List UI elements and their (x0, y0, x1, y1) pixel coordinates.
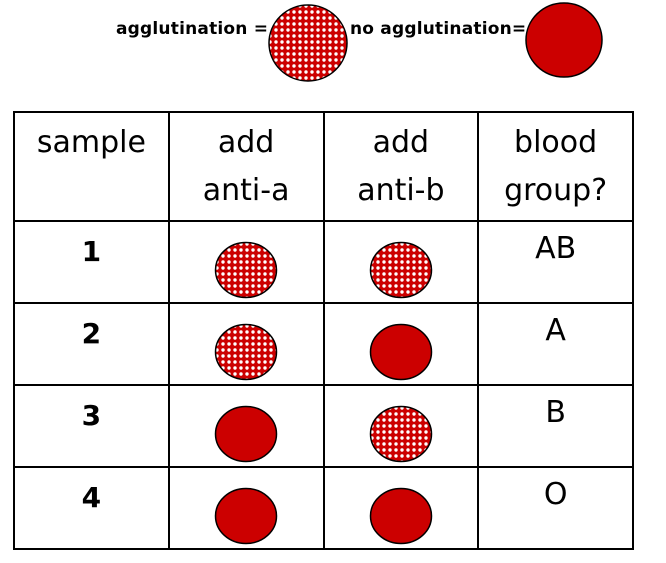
blood-group-cell: B (477, 384, 634, 468)
no-agglutination-icon (214, 487, 278, 545)
table-row: 1 AB (13, 220, 634, 304)
blood-group-value: O (543, 476, 568, 512)
anti-b-result-cell (322, 384, 480, 468)
blood-group-cell: O (477, 466, 634, 550)
sample-cell: 2 (13, 302, 170, 386)
header-line: add (372, 125, 430, 160)
header-line: sample (36, 125, 146, 160)
anti-a-result-cell (167, 220, 325, 304)
header-line: anti-a (202, 173, 290, 208)
agglutination-swatch-icon (268, 4, 348, 82)
sample-cell: 4 (13, 466, 170, 550)
sample-number: 3 (81, 398, 102, 432)
sample-cell: 3 (13, 384, 170, 468)
header-anti-a: add anti-a (167, 111, 325, 222)
header-sample: sample (13, 111, 170, 222)
agglutination-icon (214, 241, 278, 299)
legend-no-agglutination-label: no agglutination= (350, 19, 527, 39)
anti-b-result-cell (322, 466, 480, 550)
sample-number: 1 (81, 234, 102, 268)
header-blood-group: blood group? (477, 111, 634, 222)
anti-a-result-cell (167, 384, 325, 468)
agglutination-icon (369, 241, 433, 299)
blood-group-value: AB (535, 230, 577, 266)
no-agglutination-icon (369, 323, 433, 381)
header-line: blood (514, 125, 598, 160)
blood-group-cell: A (477, 302, 634, 386)
agglutination-icon (214, 323, 278, 381)
sample-cell: 1 (13, 220, 170, 304)
anti-b-result-cell (322, 220, 480, 304)
legend-agglutination-label: agglutination = (116, 19, 269, 39)
blood-group-value: A (545, 312, 566, 348)
header-anti-b: add anti-b (322, 111, 480, 222)
header-line: group? (504, 173, 608, 208)
blood-group-value: B (545, 394, 566, 430)
blood-group-cell: AB (477, 220, 634, 304)
sample-number: 2 (81, 316, 102, 350)
anti-a-result-cell (167, 466, 325, 550)
header-line: anti-b (357, 173, 445, 208)
anti-a-result-cell (167, 302, 325, 386)
blood-group-table: sample add anti-a add anti-b blood group… (13, 111, 634, 550)
agglutination-icon (369, 405, 433, 463)
sample-number: 4 (81, 480, 102, 514)
no-agglutination-icon (369, 487, 433, 545)
anti-b-result-cell (322, 302, 480, 386)
table-header-row: sample add anti-a add anti-b blood group… (13, 111, 634, 222)
legend: agglutination = no agglutination= (0, 0, 666, 90)
no-agglutination-icon (214, 405, 278, 463)
no-agglutination-swatch-icon (525, 2, 603, 78)
header-line: add (217, 125, 275, 160)
